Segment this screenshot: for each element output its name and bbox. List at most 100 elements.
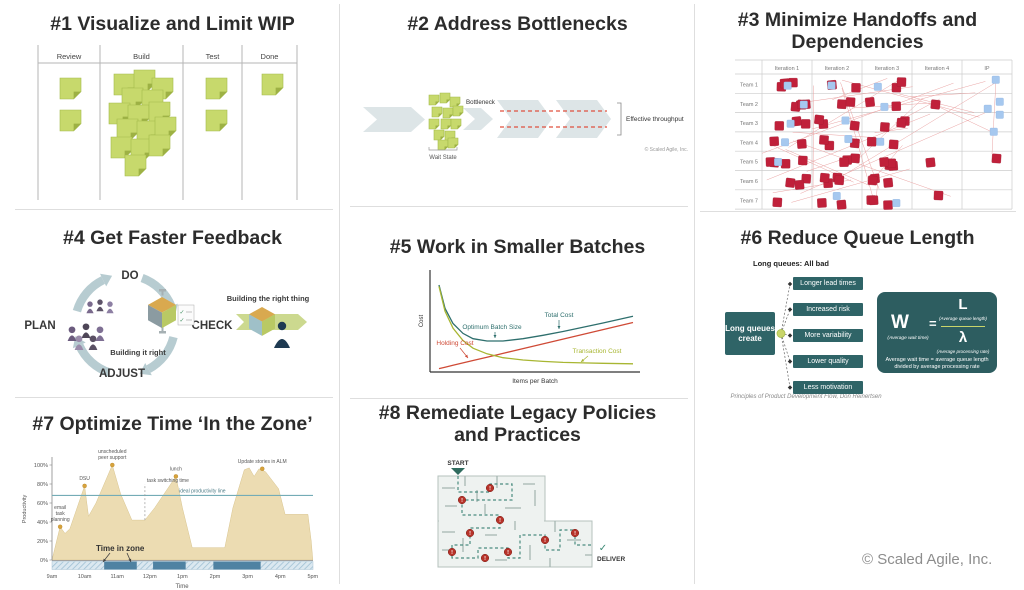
svg-text:ADJUST: ADJUST [99, 368, 145, 380]
sticky-note [447, 137, 459, 149]
row-divider [15, 209, 333, 210]
svg-text:peer support: peer support [98, 455, 127, 461]
svg-text:Building the right thing: Building the right thing [227, 294, 310, 303]
svg-text:0%: 0% [40, 558, 48, 564]
svg-text:!: ! [469, 531, 471, 537]
sticky-note [433, 129, 445, 141]
sticky-note [439, 92, 451, 104]
deliver-check-icon: ✓ [599, 543, 607, 554]
queue-effect-connectors [776, 281, 793, 390]
sticky-note [450, 118, 462, 130]
long-queues-source-box: Long queues create [725, 312, 775, 355]
svg-text:Iteration 2: Iteration 2 [825, 66, 849, 72]
panel-title: #4 Get Faster Feedback [63, 227, 282, 249]
sticky-note [452, 105, 464, 117]
row-divider [350, 398, 688, 399]
svg-text:80%: 80% [37, 482, 48, 488]
svg-text:10am: 10am [78, 574, 92, 580]
building-it-right-icon: ✓✓ [149, 289, 195, 334]
sticky-note [205, 109, 228, 132]
svg-text:Team 4: Team 4 [740, 140, 758, 146]
sticky-note [428, 118, 440, 130]
story-cards [765, 75, 1004, 210]
impediment-marker: ! [570, 528, 580, 538]
sticky-note [110, 136, 133, 159]
svg-text:Update stories in ALM: Update stories in ALM [238, 459, 287, 465]
column-divider [694, 4, 695, 584]
svg-text:Effective throughput: Effective throughput [626, 116, 684, 123]
sticky-note [59, 109, 82, 132]
svg-text:9am: 9am [47, 574, 58, 580]
panel-title: #1 Visualize and Limit WIP [50, 13, 295, 35]
row-divider [15, 397, 333, 398]
equals-sign: = [929, 316, 937, 331]
sticky-note [431, 106, 443, 118]
svg-text:Iteration 1: Iteration 1 [775, 66, 799, 72]
svg-text:!: ! [544, 538, 546, 544]
svg-text:Optimum Batch Size: Optimum Batch Size [462, 324, 522, 331]
panel-remediate-legacy: #8 Remediate Legacy Policies and Practic… [345, 400, 690, 590]
wait-time-symbol: W [891, 312, 909, 333]
svg-text:Done: Done [261, 52, 279, 61]
panel-reduce-queue-length: #6 Reduce Queue Length Long queues: All … [695, 215, 1020, 410]
svg-text:Productivity: Productivity [22, 495, 28, 524]
svg-text:Review: Review [57, 52, 82, 61]
svg-text:Time in zone: Time in zone [96, 544, 145, 553]
svg-text:Bottleneck: Bottleneck [466, 99, 496, 106]
svg-text:Team 2: Team 2 [740, 102, 758, 108]
long-queues-heading: Long queues: All bad [753, 259, 829, 268]
svg-text:email: email [54, 505, 66, 511]
sticky-note [205, 77, 228, 100]
svg-text:© Scaled Agile, Inc.: © Scaled Agile, Inc. [645, 146, 688, 153]
impediment-marker: ! [540, 535, 550, 545]
svg-text:2pm: 2pm [210, 574, 221, 580]
row-divider [700, 211, 1016, 212]
svg-text:Iteration 3: Iteration 3 [875, 66, 899, 72]
svg-text:!: ! [461, 498, 463, 504]
svg-text:task: task [56, 511, 66, 517]
sticky-note [148, 134, 171, 157]
svg-text:Team 5: Team 5 [740, 160, 758, 166]
svg-text:Team 6: Team 6 [740, 179, 758, 185]
svg-text:!: ! [484, 556, 486, 562]
team-people-icons [67, 299, 114, 350]
svg-text:!: ! [499, 518, 501, 524]
svg-text:task switching time: task switching time [147, 478, 189, 484]
panel-optimize-time-in-zone: #7 Optimize Time ‘In the Zone’ 0%20%40%6… [10, 405, 335, 590]
svg-text:Team 1: Team 1 [740, 83, 758, 89]
svg-text:planning: planning [51, 517, 70, 523]
svg-text:Transaction Cost: Transaction Cost [573, 348, 622, 355]
sticky-note [116, 118, 139, 141]
svg-text:1pm: 1pm [177, 574, 188, 580]
svg-text:Time: Time [175, 584, 189, 590]
queue-effect-box: More variability [793, 329, 863, 342]
svg-text:START: START [447, 460, 468, 467]
impediment-marker: ! [457, 495, 467, 505]
wait-time-caption: (Average wait time) [887, 336, 929, 341]
svg-text:40%: 40% [37, 520, 48, 526]
svg-text:Building it right: Building it right [110, 348, 166, 357]
svg-text:Iteration 4: Iteration 4 [925, 66, 949, 72]
row-divider [350, 206, 688, 207]
svg-text:Holding Cost: Holding Cost [436, 340, 473, 347]
impediment-marker: ! [485, 483, 495, 493]
fraction-bar [941, 326, 985, 327]
svg-text:DO: DO [121, 270, 138, 282]
svg-text:PLAN: PLAN [24, 320, 55, 332]
column-divider [339, 4, 340, 584]
svg-text:!: ! [507, 550, 509, 556]
svg-text:Cost: Cost [419, 315, 425, 328]
svg-text:4pm: 4pm [275, 574, 286, 580]
svg-text:DELIVER: DELIVER [597, 556, 625, 563]
panel-title: #7 Optimize Time ‘In the Zone’ [32, 413, 313, 435]
